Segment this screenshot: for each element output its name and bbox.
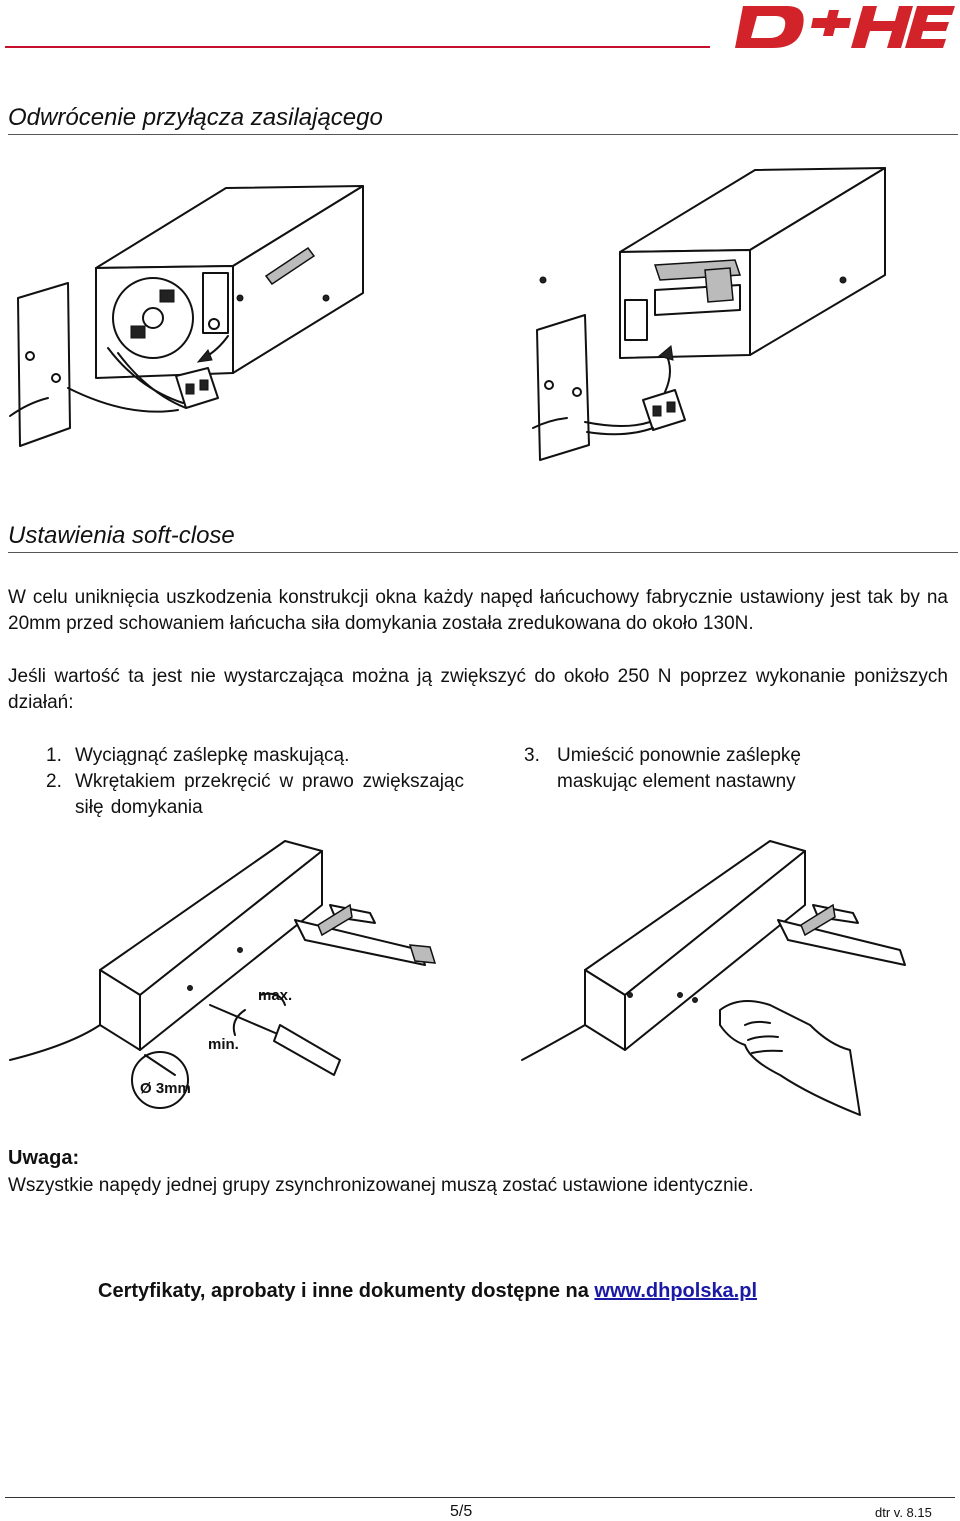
page-number: 5/5: [450, 1503, 473, 1520]
list-item: 1. Wyciągnąć zaślepkę maskującą.: [46, 745, 350, 766]
section-title-power-connection: Odwrócenie przyłącza zasilającego: [8, 104, 958, 135]
dh-logo-graphic: [735, 6, 955, 48]
footer-rule: [5, 1497, 955, 1498]
soft-close-description: W celu uniknięcia uszkodzenia konstrukcj…: [8, 587, 948, 634]
document-version: dtr v. 8.15: [875, 1505, 932, 1520]
power-connection-illustration-before: [9, 185, 364, 447]
dh-logo: [735, 2, 955, 52]
list-item: 3. Umieścić ponownie zaślepkę maskując e…: [524, 745, 801, 792]
header-rule: [5, 46, 710, 48]
certificates-line: Certyfikaty, aprobaty i inne dokumenty d…: [98, 1280, 757, 1303]
list-item: 2. Wkrętakiem przekręcić w prawo zwiększ…: [46, 771, 464, 818]
cap-insertion-illustration: [521, 840, 906, 1116]
diameter-label: Ø 3mm: [140, 1080, 191, 1097]
steps-left-column: 1. Wyciągnąć zaślepkę maskującą. 2. Wkrę…: [46, 743, 464, 821]
steps-right-column: 3. Umieścić ponownie zaślepkę maskując e…: [524, 743, 884, 795]
screwdriver-adjustment-illustration: max. min. Ø 3mm: [9, 840, 437, 1109]
max-label: max.: [258, 987, 292, 1004]
note-text: Wszystkie napędy jednej grupy zsynchroni…: [8, 1175, 754, 1196]
certificates-text: Certyfikaty, aprobaty i inne dokumenty d…: [98, 1280, 595, 1302]
power-connection-illustration-after: [532, 167, 886, 461]
section-title-soft-close: Ustawienia soft-close: [8, 522, 958, 553]
min-label: min.: [208, 1036, 239, 1053]
soft-close-instruction: Jeśli wartość ta jest nie wystarczająca …: [8, 666, 948, 713]
dhpolska-link[interactable]: www.dhpolska.pl: [594, 1280, 758, 1302]
note-title: Uwaga:: [8, 1147, 80, 1169]
